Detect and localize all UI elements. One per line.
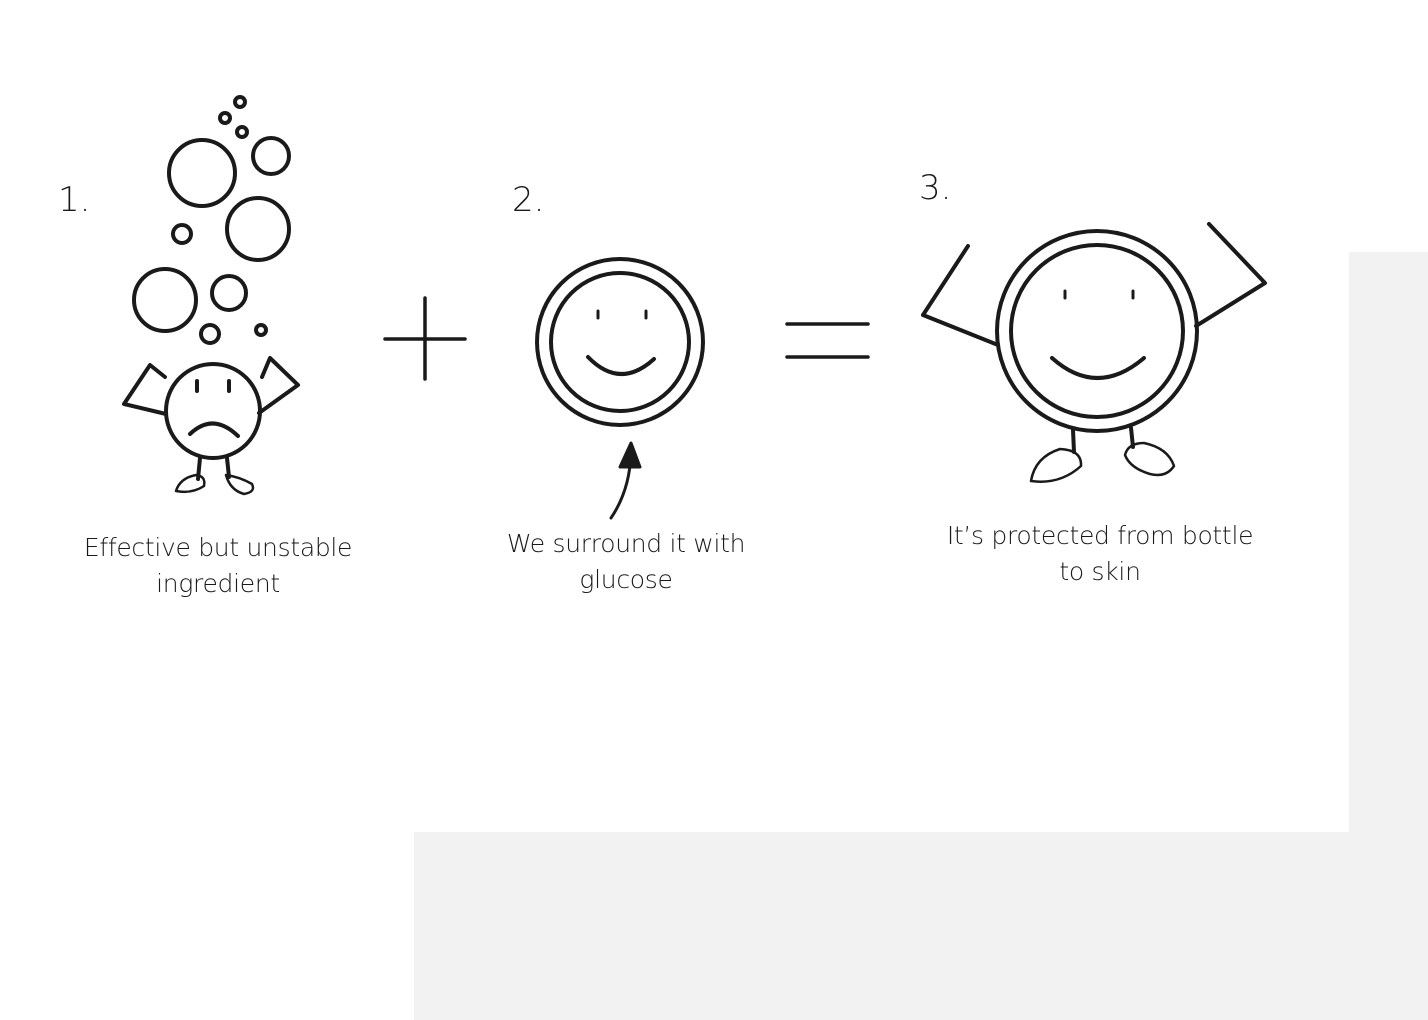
step-3-number: 3. (919, 168, 952, 208)
happy-protected-character-icon (921, 222, 1267, 483)
glucose-wrapped-face-icon (535, 257, 705, 427)
step-1-caption-line-1: Effective but unstable (83, 533, 353, 562)
step-2-number: 2. (512, 180, 545, 220)
step-3-caption-line-1: It’s protected from bottle (946, 521, 1254, 550)
plus-sign-icon (383, 296, 467, 381)
step-3-caption: It’s protected from bottle to skin (930, 518, 1270, 590)
step-2-caption: We surround it with glucose (476, 526, 776, 598)
step-3-caption-line-2: to skin (1059, 557, 1141, 586)
step-2-caption-line-2: glucose (579, 565, 673, 594)
step-2-caption-line-1: We surround it with (506, 529, 746, 558)
step-1-number: 1. (58, 180, 91, 220)
bubbles-icon (132, 95, 291, 345)
gray-panel-bottom (414, 832, 1428, 1020)
sad-face-character-icon (122, 356, 300, 496)
step-1-caption: Effective but unstable ingredient (68, 530, 368, 602)
equals-sign-icon (785, 322, 870, 359)
step-1-caption-line-2: ingredient (156, 569, 280, 598)
arrow-up-icon (609, 441, 642, 520)
